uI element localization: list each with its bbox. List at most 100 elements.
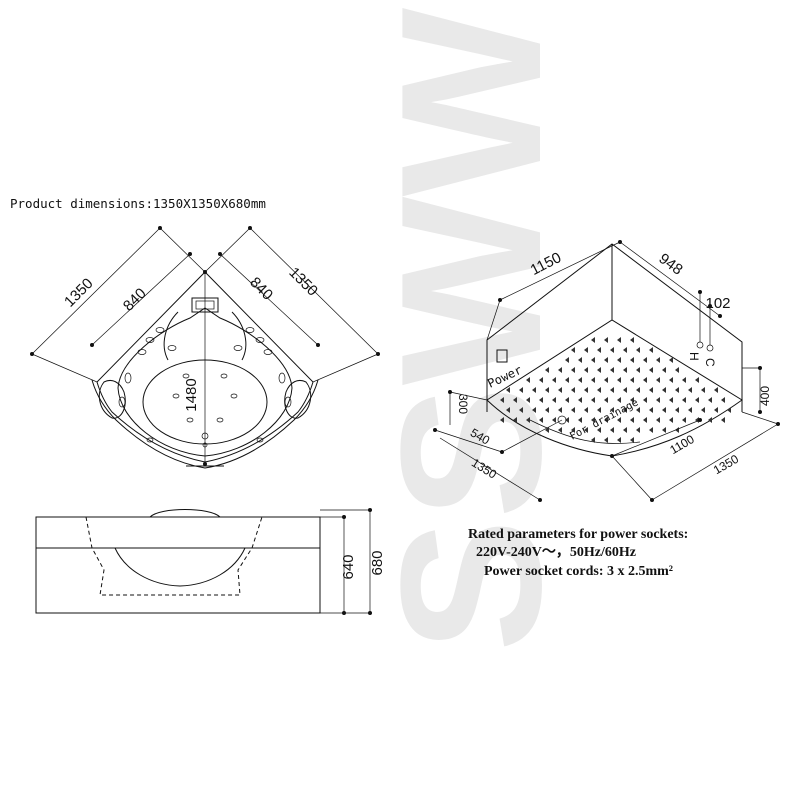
floor-pattern-mark <box>636 407 640 413</box>
floor-pattern-mark <box>669 357 673 363</box>
floor-pattern-mark <box>545 387 549 393</box>
floor-pattern-mark <box>623 347 627 353</box>
floor-pattern-mark <box>669 377 673 383</box>
dim-center: 1480 <box>183 378 200 411</box>
floor-pattern-mark <box>656 397 660 403</box>
floor-pattern-mark <box>617 357 621 363</box>
side-headrest <box>149 509 221 518</box>
floor-pattern-mark <box>649 387 653 393</box>
side-outer-frame <box>35 516 321 614</box>
floor-pattern-mark <box>695 397 699 403</box>
floor-pattern-mark <box>597 367 601 373</box>
drain-icon <box>557 415 567 425</box>
floor-pattern-mark <box>649 407 653 413</box>
floor-pattern-mark <box>662 387 666 393</box>
dim-outer-left: 1350 <box>61 275 97 311</box>
floor-pattern-mark <box>545 367 549 373</box>
floor-pattern-mark <box>675 387 679 393</box>
floor-pattern-mark <box>526 417 530 423</box>
floor-pattern-mark <box>604 397 608 403</box>
floor-pattern-mark <box>591 397 595 403</box>
floor-pattern-mark <box>597 407 601 413</box>
floor-pattern-mark <box>571 407 575 413</box>
floor-pattern-mark <box>630 337 634 343</box>
floor-pattern-mark <box>610 407 614 413</box>
floor-pattern-mark <box>708 397 712 403</box>
specs-cords: Power socket cords: 3 x 2.5mm² <box>484 564 673 579</box>
floor-pattern-mark <box>649 367 653 373</box>
floor-pattern-mark <box>513 397 517 403</box>
floor-pattern-mark <box>669 417 673 423</box>
dim-total-height: 680 <box>369 550 386 575</box>
floor-pattern-mark <box>604 357 608 363</box>
floor-pattern-mark <box>727 407 731 413</box>
cold-pipe-icon <box>706 344 714 352</box>
floor-pattern-mark <box>526 397 530 403</box>
floor-pattern-mark <box>610 367 614 373</box>
floor-pattern-mark <box>604 417 608 423</box>
tub-rim <box>91 379 319 469</box>
label-hot: H <box>687 352 701 361</box>
floor-pattern-mark <box>513 417 517 423</box>
floor-pattern-mark <box>565 377 569 383</box>
dim-right-height: 400 <box>758 386 772 406</box>
floor-pattern-mark <box>565 397 569 403</box>
floor-pattern-mark <box>636 347 640 353</box>
floor-pattern-mark <box>571 367 575 373</box>
floor-pattern-mark <box>526 377 530 383</box>
power-socket-box <box>496 349 508 363</box>
floor-pattern-mark <box>714 407 718 413</box>
floor-front-curve <box>529 419 641 444</box>
floor-pattern-mark <box>623 427 627 433</box>
floor-pattern-mark <box>701 387 705 393</box>
floor-pattern-mark <box>721 397 725 403</box>
floor-pattern-mark <box>623 367 627 373</box>
floor-pattern-mark <box>643 397 647 403</box>
seat-right-line <box>231 311 247 361</box>
watermark: SSWW <box>360 8 583 653</box>
floor-pattern-mark <box>623 387 627 393</box>
floor-pattern-mark <box>688 407 692 413</box>
floor-pattern-mark <box>610 427 614 433</box>
dim-outer-right: 1350 <box>285 264 321 300</box>
floor-pattern-mark <box>591 437 595 443</box>
side-hidden-basin <box>85 516 263 596</box>
dim-front-right: 1350 <box>711 452 741 478</box>
floor-pattern-mark <box>591 357 595 363</box>
floor-pattern-mark <box>500 417 504 423</box>
top-view: 1350 840 840 1350 1480 <box>30 226 380 469</box>
floor-pattern-mark <box>675 407 679 413</box>
floor-pattern-mark <box>545 407 549 413</box>
floor-pattern-mark <box>519 387 523 393</box>
floor-pattern-mark <box>610 347 614 353</box>
floor-pattern-mark <box>539 377 543 383</box>
floor-pattern-mark <box>656 357 660 363</box>
floor-pattern-mark <box>591 417 595 423</box>
floor-pattern-mark <box>552 397 556 403</box>
floor-pattern-mark <box>617 417 621 423</box>
floor-pattern-mark <box>675 367 679 373</box>
specs-heading: Rated parameters for power sockets: <box>468 527 688 542</box>
floor-pattern-mark <box>604 437 608 443</box>
floor-pattern-mark <box>565 357 569 363</box>
floor-pattern-mark <box>578 417 582 423</box>
floor-pattern-mark <box>649 427 653 433</box>
hot-pipe-icon <box>696 341 704 349</box>
floor-outline <box>486 319 743 457</box>
dim-inner-right: 840 <box>246 274 276 304</box>
specs-voltage: 220V-240V～，50Hz/60Hz <box>476 545 636 560</box>
floor-pattern-mark <box>571 427 575 433</box>
floor-pattern-mark <box>636 427 640 433</box>
floor-pattern-mark <box>721 417 725 423</box>
floor-pattern-mark <box>649 347 653 353</box>
floor-pattern-mark <box>591 337 595 343</box>
floor-pattern-mark <box>617 397 621 403</box>
floor-pattern-mark <box>591 377 595 383</box>
floor-pattern-mark <box>604 377 608 383</box>
floor-pattern-mark <box>558 387 562 393</box>
floor-pattern-mark <box>630 397 634 403</box>
floor-pattern-mark <box>675 427 679 433</box>
floor-pattern-mark <box>532 407 536 413</box>
